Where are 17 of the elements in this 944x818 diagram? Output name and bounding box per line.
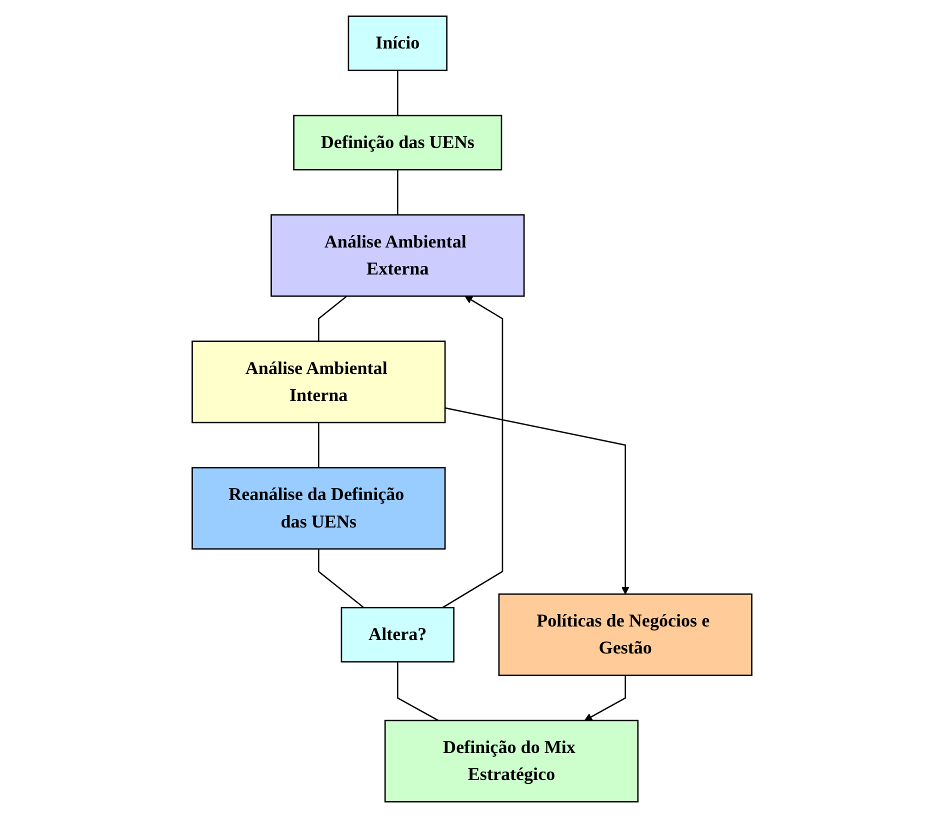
connector — [396, 170, 398, 215]
node-box: Início — [348, 16, 448, 72]
node-box: Definição do Mix Estratégico — [384, 720, 639, 802]
connector — [396, 662, 439, 722]
arrow — [442, 296, 504, 608]
node-box: Análise Ambiental Interna — [192, 340, 446, 424]
node-box: Análise Ambiental Externa — [270, 214, 525, 297]
node-box: Políticas de Negócios e Gestão — [498, 593, 752, 676]
node-box: Altera? — [340, 606, 454, 662]
node-box: Reanálise da Definição das UENs — [192, 467, 446, 550]
connector — [318, 422, 320, 468]
arrow — [444, 407, 630, 594]
node-box: Definição das UENs — [293, 114, 502, 170]
arrow — [584, 675, 626, 721]
connector — [318, 296, 348, 342]
connector — [318, 548, 364, 608]
connector — [396, 70, 398, 116]
